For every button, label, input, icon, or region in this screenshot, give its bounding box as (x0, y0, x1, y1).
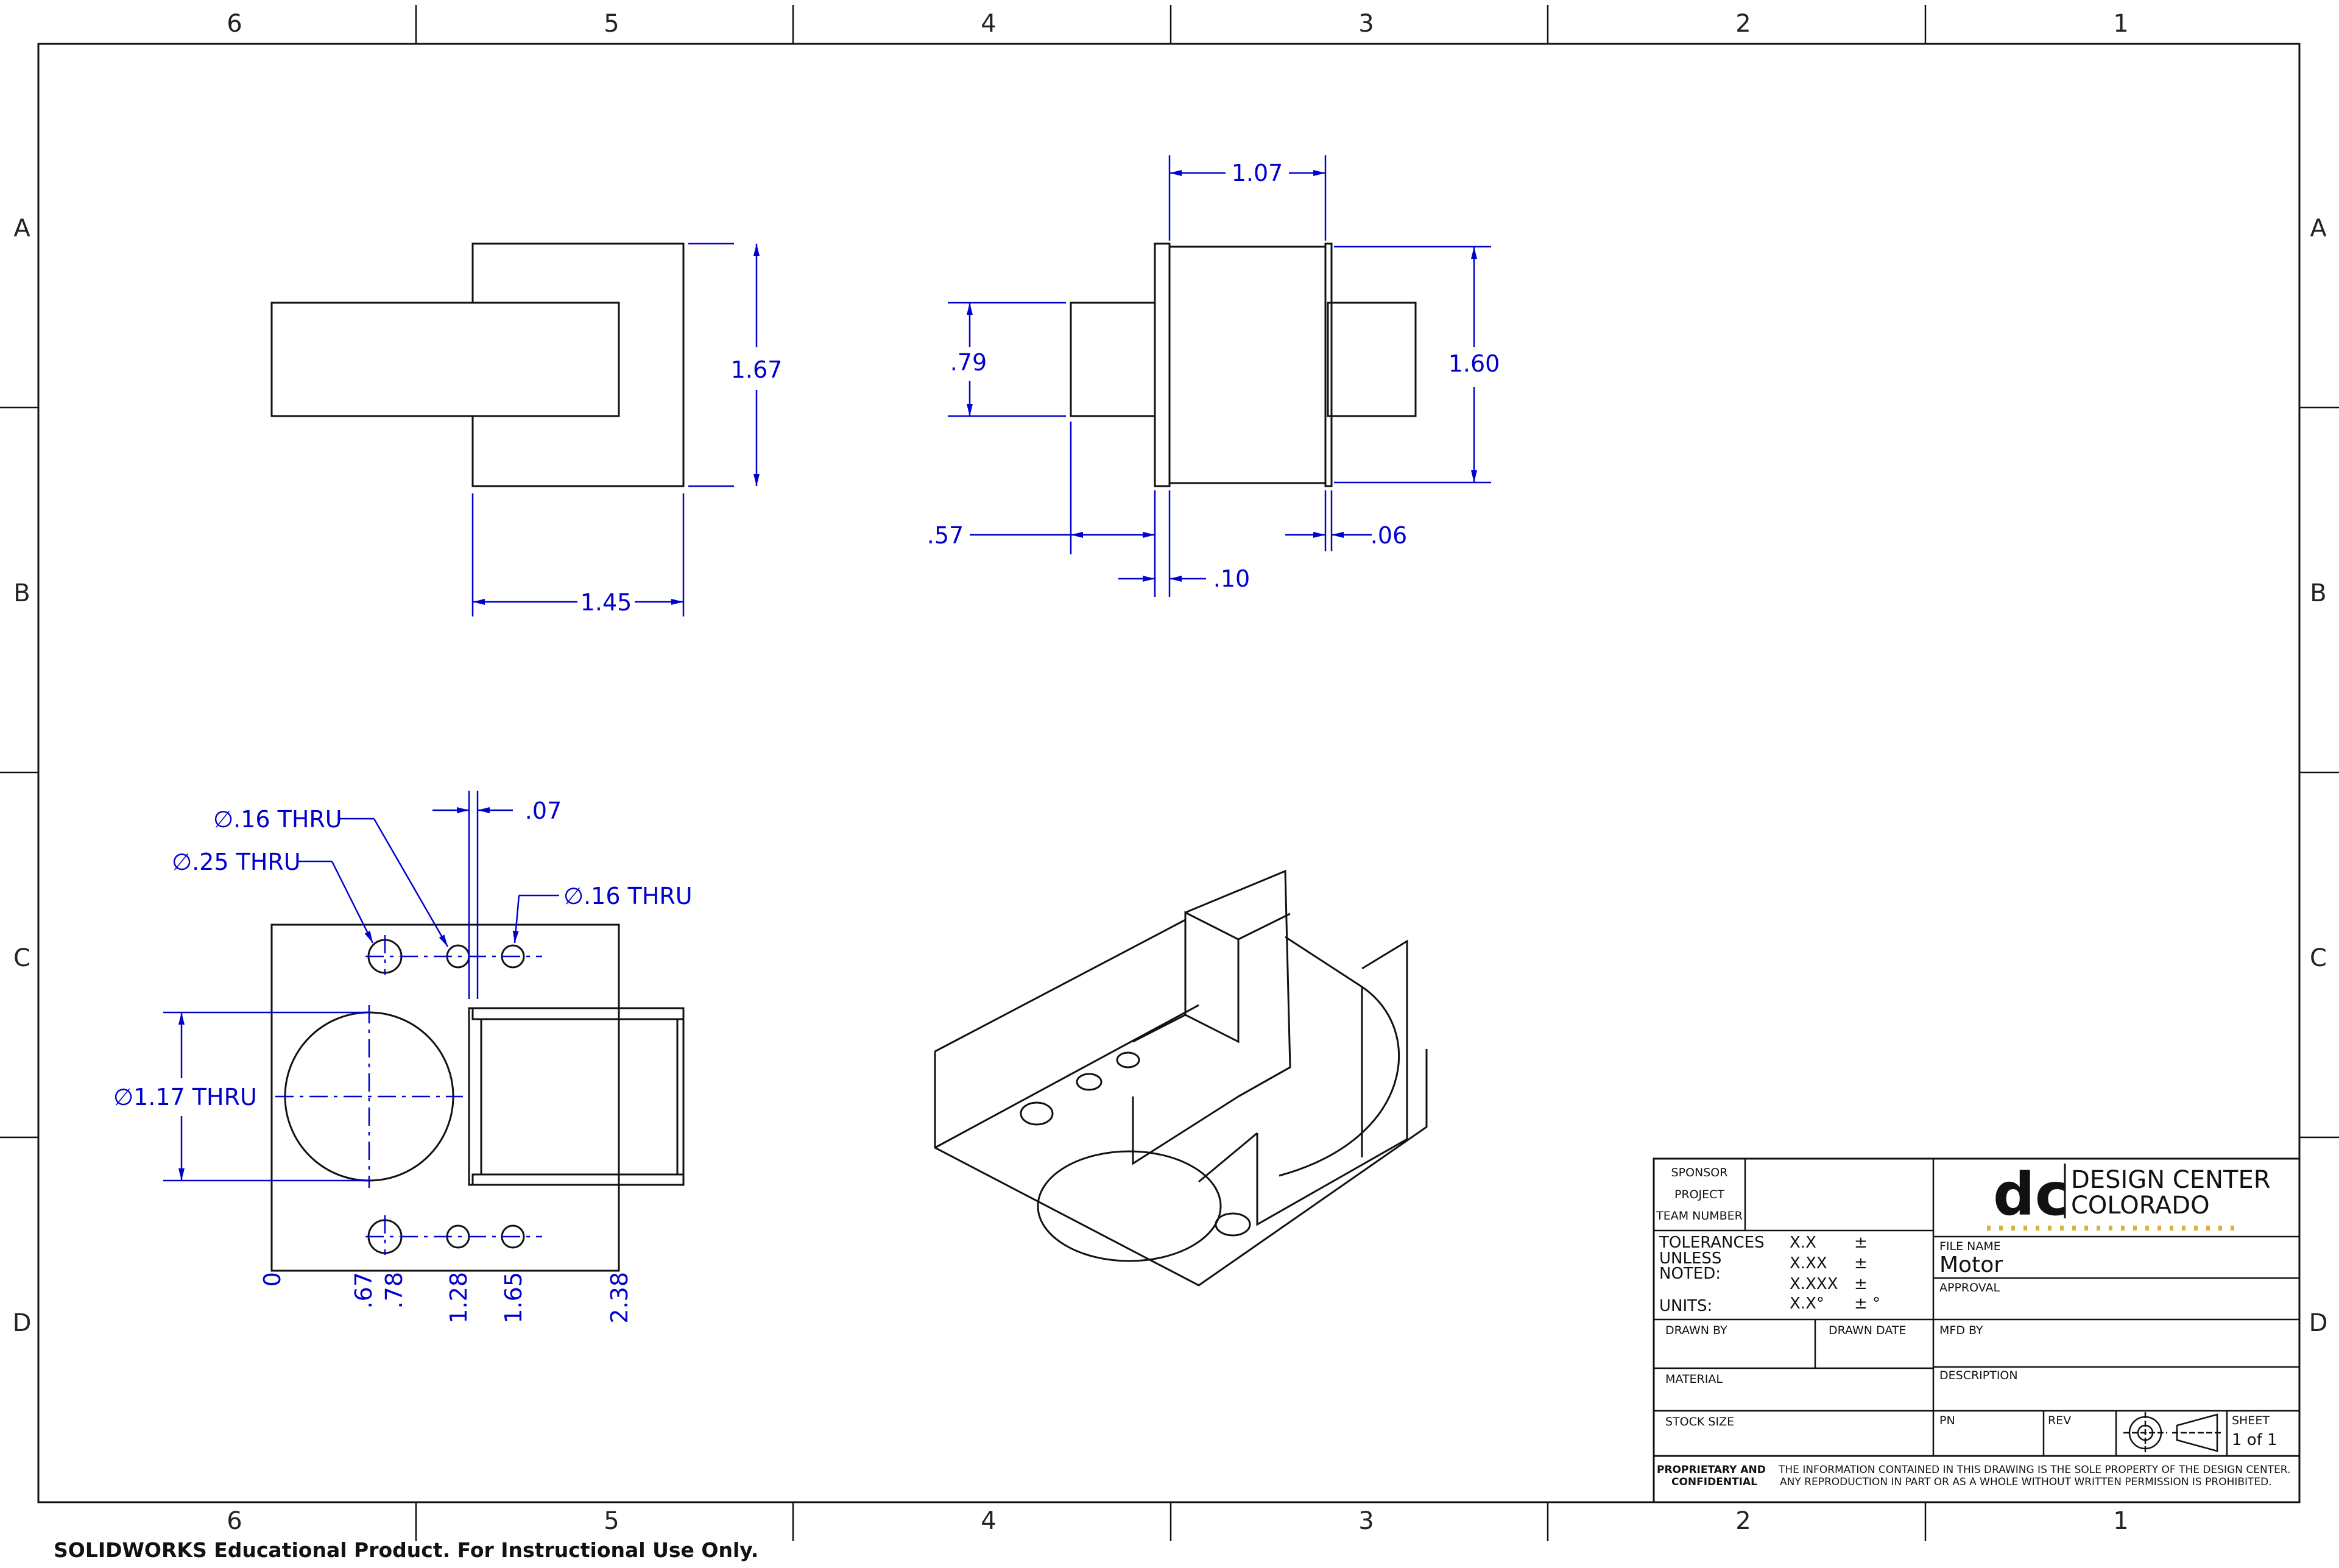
tb-mfd-by: MFD BY (1939, 1324, 1983, 1337)
tb-tol-sign-1: ± (1854, 1234, 1868, 1252)
zone-col-3-bottom: 3 (1358, 1507, 1374, 1535)
tb-rev: REV (2048, 1414, 2071, 1427)
tb-tol-sign-3: ± (1854, 1275, 1868, 1293)
zone-col-4-top: 4 (981, 10, 996, 38)
tb-proprietary-1: PROPRIETARY AND (1657, 1464, 1766, 1476)
tb-description: DESCRIPTION (1939, 1369, 2018, 1382)
logo-line2: COLORADO (2071, 1192, 2210, 1220)
tb-tolerances: TOLERANCES (1659, 1234, 1765, 1252)
isometric-view (934, 869, 1428, 1287)
dim-0-57: .57 (927, 522, 964, 549)
tb-file-name: Motor (1939, 1252, 2003, 1277)
dim-1-60: 1.60 (1448, 350, 1500, 377)
zone-col-1-top: 1 (2113, 10, 2128, 38)
zone-col-4-bottom: 4 (981, 1507, 996, 1535)
side-view: 1.67 1.45 (270, 242, 783, 616)
zone-col-2-bottom: 2 (1735, 1507, 1751, 1535)
tb-unless: UNLESS (1659, 1249, 1721, 1268)
ord-2-38: 2.38 (606, 1272, 633, 1324)
zone-col-2-top: 2 (1735, 10, 1751, 38)
tb-sheet-label: SHEET (2232, 1414, 2270, 1427)
zone-row-b-right: B (2310, 579, 2326, 607)
dim-hole-025: ∅.25 THRU (172, 849, 301, 875)
zone-col-3-top: 3 (1358, 10, 1374, 38)
tb-drawn-by: DRAWN BY (1665, 1324, 1727, 1337)
top-view: ∅.16 THRU ∅.25 THRU ∅.16 THRU .07 ∅1.17 … (113, 791, 693, 1324)
logo-mark: dc (1993, 1160, 2070, 1229)
zone-col-6-top: 6 (227, 10, 242, 38)
tb-proprietary-text-1: THE INFORMATION CONTAINED IN THIS DRAWIN… (1778, 1464, 2290, 1476)
tb-pn: PN (1939, 1414, 1955, 1427)
zone-col-5-bottom: 5 (604, 1507, 619, 1535)
dim-hole-016-a: ∅.16 THRU (213, 806, 342, 833)
tb-sheet-value: 1 of 1 (2232, 1431, 2277, 1449)
zone-col-6-bottom: 6 (227, 1507, 242, 1535)
zone-row-d-left: D (13, 1309, 32, 1337)
dim-0-07: .07 (525, 797, 562, 824)
tb-drawn-date: DRAWN DATE (1829, 1324, 1907, 1337)
dim-height-1-67: 1.67 (731, 356, 783, 383)
dim-0-10: .10 (1213, 565, 1250, 592)
educational-footer: SOLIDWORKS Educational Product. For Inst… (54, 1538, 758, 1562)
dim-bore-117: ∅1.17 THRU (113, 1084, 257, 1111)
tb-team-number: TEAM NUMBER (1656, 1209, 1743, 1223)
tb-tol-1: X.X (1790, 1234, 1816, 1252)
dim-width-1-45: 1.45 (580, 589, 632, 616)
logo-line1: DESIGN CENTER (2071, 1166, 2271, 1194)
tb-units: UNITS: (1659, 1297, 1712, 1315)
ord-1-28: 1.28 (445, 1272, 472, 1324)
ord-0-67: .67 (350, 1272, 377, 1308)
title-block: SPONSOR PROJECT TEAM NUMBER TOLERANCES U… (1653, 1157, 2301, 1503)
tb-material: MATERIAL (1665, 1372, 1723, 1386)
tb-noted: NOTED: (1659, 1265, 1721, 1283)
tb-tol-sign-2: ± (1854, 1254, 1868, 1273)
zone-col-5-top: 5 (604, 10, 619, 38)
zone-col-1-bottom: 1 (2113, 1507, 2128, 1535)
ord-1-65: 1.65 (500, 1272, 527, 1324)
tb-sponsor: SPONSOR (1671, 1166, 1728, 1179)
dim-0-06: .06 (1371, 522, 1407, 549)
dim-hole-016-b: ∅.16 THRU (563, 883, 693, 909)
tb-tol-2: X.XX (1790, 1254, 1827, 1273)
front-view: 1.07 .79 1.60 .57 .10 .06 (927, 155, 1500, 597)
tb-tol-sign-4: ± ° (1854, 1294, 1880, 1313)
zone-labels: 6 5 4 3 2 1 6 5 4 3 2 1 A B C D A B C D (13, 10, 2328, 1535)
tb-proprietary-text-2: ANY REPRODUCTION IN PART OR AS A WHOLE W… (1780, 1476, 2272, 1488)
tb-stock-size: STOCK SIZE (1665, 1415, 1734, 1429)
zone-row-c-left: C (13, 944, 30, 972)
tb-project: PROJECT (1674, 1188, 1724, 1201)
tb-file-name-label: FILE NAME (1939, 1240, 2001, 1253)
dim-1-07: 1.07 (1232, 160, 1283, 186)
projection-symbol-icon (2123, 1412, 2223, 1453)
tb-approval: APPROVAL (1939, 1281, 2000, 1294)
tb-tol-4: X.X° (1790, 1294, 1824, 1313)
ord-0-78: .78 (381, 1272, 407, 1308)
zone-row-c-right: C (2310, 944, 2327, 972)
tb-proprietary-2: CONFIDENTIAL (1671, 1476, 1757, 1488)
zone-row-d-right: D (2309, 1309, 2328, 1337)
zone-dividers (0, 5, 2339, 1541)
zone-row-a-right: A (2310, 214, 2327, 242)
ord-0: 0 (259, 1272, 286, 1287)
zone-row-b-left: B (13, 579, 30, 607)
zone-row-a-left: A (13, 214, 30, 242)
dim-0-79: .79 (950, 349, 987, 376)
tb-tol-3: X.XXX (1790, 1275, 1838, 1293)
